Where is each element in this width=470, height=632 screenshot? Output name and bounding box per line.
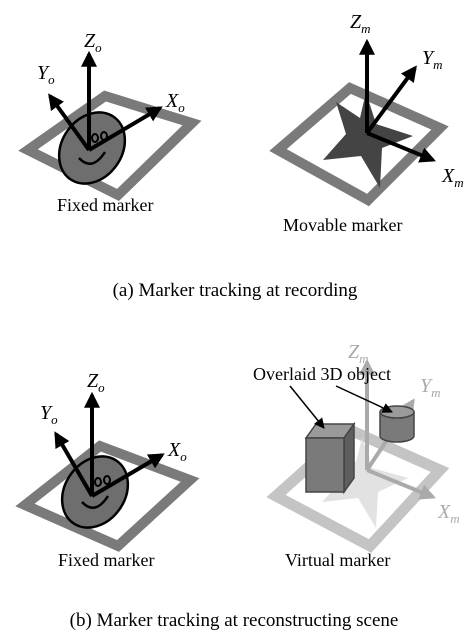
overlay-pointer-cylinder [335, 385, 393, 413]
panel-a: Zo Yo Xo Fixed marker Zm Ym Xm Movable m… [18, 11, 464, 301]
axis-label-z: Zm [350, 11, 371, 36]
caption-a: (a) Marker tracking at recording [113, 280, 358, 301]
fixed-marker-label: Fixed marker [58, 550, 154, 570]
overlay-label: Overlaid 3D object [253, 364, 391, 384]
fixed-axes-a [48, 50, 163, 152]
fixed-marker-label: Fixed marker [57, 195, 153, 215]
axis-label-x: Xm [441, 165, 464, 190]
x-axis-arrow [87, 106, 163, 152]
virtual-marker-b: Zm Ym Xm Overlaid 3D object Virtual mark… [253, 341, 460, 570]
overlay-pointer-box [289, 385, 325, 429]
fixed-axes-b [54, 391, 165, 498]
movable-marker-a: Zm Ym Xm Movable marker [269, 11, 464, 235]
axis-label-y: Ym [420, 375, 441, 400]
x-axis-arrow [366, 131, 436, 163]
axis-label-y: Yo [40, 402, 58, 427]
axis-label-y: Ym [422, 47, 443, 72]
axis-label-x: Xm [437, 501, 460, 526]
overlaid-box-icon [304, 421, 356, 495]
x-axis-arrow [90, 453, 165, 498]
star-icon [323, 92, 413, 188]
movable-marker-label: Movable marker [283, 215, 402, 235]
movable-axes-a [359, 38, 436, 163]
axis-label-x: Xo [167, 439, 187, 464]
fixed-marker-b: Zo Yo Xo Fixed marker [15, 370, 200, 570]
axis-label-y: Yo [37, 62, 55, 87]
caption-b: (b) Marker tracking at reconstructing sc… [70, 610, 399, 631]
panel-b: Zo Yo Xo Fixed marker Zm Ym Xm [15, 341, 460, 631]
marker-frame [269, 82, 449, 207]
x-axis-arrow [366, 468, 436, 500]
axis-label-z: Zo [87, 370, 105, 395]
y-axis-arrow [54, 431, 94, 498]
axis-label-z: Zo [84, 30, 102, 55]
y-axis-arrow [48, 93, 91, 152]
axis-label-x: Xo [165, 90, 185, 115]
overlaid-cylinder-icon [379, 405, 415, 443]
axis-label-z: Zm [348, 341, 369, 366]
fixed-marker-a: Zo Yo Xo Fixed marker [18, 30, 202, 215]
y-axis-arrow [365, 65, 417, 135]
virtual-marker-label: Virtual marker [285, 550, 390, 570]
